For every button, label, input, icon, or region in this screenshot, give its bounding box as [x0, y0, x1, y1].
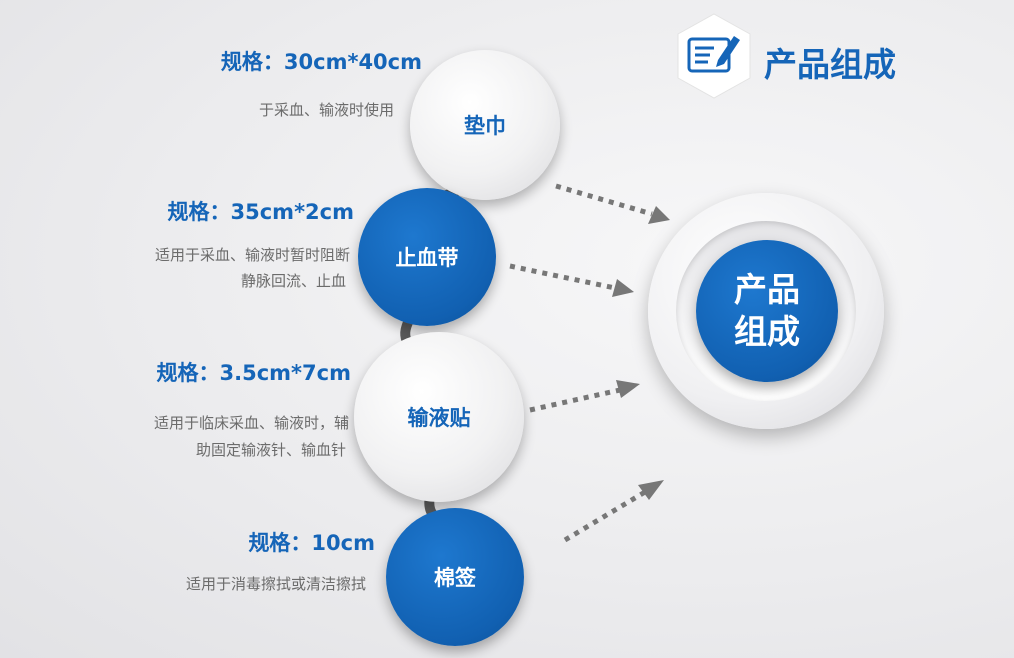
spec-label: 规格：30cm*40cm — [220, 50, 422, 74]
center-line-2: 组成 — [734, 312, 800, 351]
item-circle-mianqian: 棉签 — [386, 508, 524, 646]
desc-text: 适用于消毒擦拭或清洁擦拭 — [185, 575, 366, 593]
desc-text: 助固定输液针、输血针 — [195, 441, 346, 459]
dotted-arrows — [509, 183, 670, 543]
item-circle-dianjin: 垫巾 — [410, 50, 560, 200]
page-title: 产品组成 — [764, 45, 896, 84]
desc-text: 静脉回流、止血 — [240, 272, 346, 290]
item-circle-shuyetie: 输液贴 — [354, 332, 524, 502]
center-line-1: 产品 — [734, 270, 800, 309]
edit-document-icon — [677, 13, 751, 99]
spec-label: 规格：10cm — [248, 531, 375, 555]
desc-text: 适用于临床采血、输液时，辅 — [153, 414, 349, 432]
item-circle-zhixuedai: 止血带 — [358, 188, 496, 326]
desc-text: 适用于采血、输液时暂时阻断 — [154, 246, 350, 264]
center-circle: 产品 组成 — [696, 240, 838, 382]
desc-text: 于采血、输液时使用 — [258, 101, 394, 119]
spec-label: 规格：35cm*2cm — [167, 200, 354, 224]
spec-label: 规格：3.5cm*7cm — [156, 361, 351, 385]
